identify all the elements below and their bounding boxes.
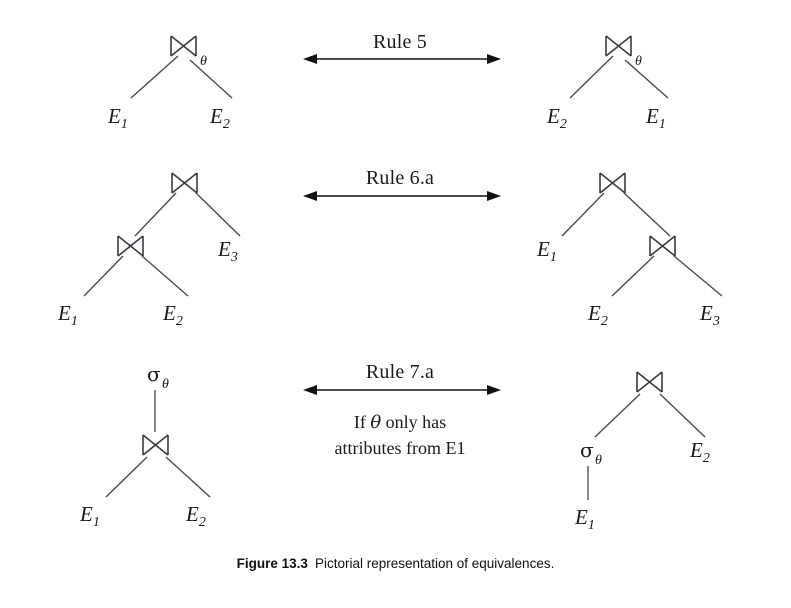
leaf-label: E1 [57,301,78,329]
row2-rule-arrow: Rule 6.a [303,167,501,201]
leaf-label: E2 [587,301,608,329]
rule-label: Rule 7.a [366,361,434,383]
arrow-head-left [303,385,317,395]
condition-line-2: attributes from E1 [335,438,466,458]
leaf-label: E1 [107,104,128,132]
theta-subscript: θ [200,54,207,69]
join-icon [171,172,198,194]
leaf-label: E1 [536,237,557,265]
leaf-label: E2 [546,104,567,132]
row2-left-tree: E3 E1 E2 [57,172,241,329]
leaf-label: E2 [689,438,710,466]
row2-right-tree: E1 E2 E3 [536,172,723,329]
arrow-head-left [303,191,317,201]
row3-right-tree: σ θ E1 E2 [574,371,710,533]
row1-right-tree: θ E2 E1 [546,35,669,132]
caption-label: Figure 13.3 [236,556,308,571]
arrow-head-right [487,385,501,395]
arrow-head-left [303,54,317,64]
leaf-label: E1 [574,505,595,533]
leaf-label: E2 [185,502,206,530]
theta-subscript: θ [162,377,169,392]
figure-caption: Figure 13.3 Pictorial representation of e… [0,556,791,571]
select-icon: σ θ [147,362,169,392]
join-icon [117,235,144,257]
join-icon [649,235,676,257]
leaf-label: E1 [645,104,666,132]
select-icon: σ θ [580,438,602,468]
condition-line-1: If θ only has [354,412,446,433]
row1-left-tree: θ E1 E2 [107,35,233,132]
leaf-label: E1 [79,502,100,530]
leaf-label: E2 [209,104,230,132]
leaf-label: E3 [217,237,238,265]
row3-rule-arrow: Rule 7.a If θ only has attributes from E… [303,361,501,458]
arrow-head-right [487,191,501,201]
rule-label: Rule 6.a [366,167,434,189]
join-icon [605,35,632,57]
caption-text: Pictorial representation of equivalences… [314,556,555,571]
join-icon [142,434,169,456]
leaf-label: E2 [162,301,183,329]
sigma-glyph: σ [147,362,161,386]
join-icon [599,172,626,194]
arrow-head-right [487,54,501,64]
theta-subscript: θ [595,453,602,468]
sigma-glyph: σ [580,438,594,462]
join-icon [636,371,663,393]
leaf-label: E3 [699,301,720,329]
row1-rule-arrow: Rule 5 [303,31,501,64]
theta-subscript: θ [635,54,642,69]
rule-label: Rule 5 [373,31,427,53]
row3-left-tree: σ θ E1 E2 [79,362,211,530]
join-icon [170,35,197,57]
